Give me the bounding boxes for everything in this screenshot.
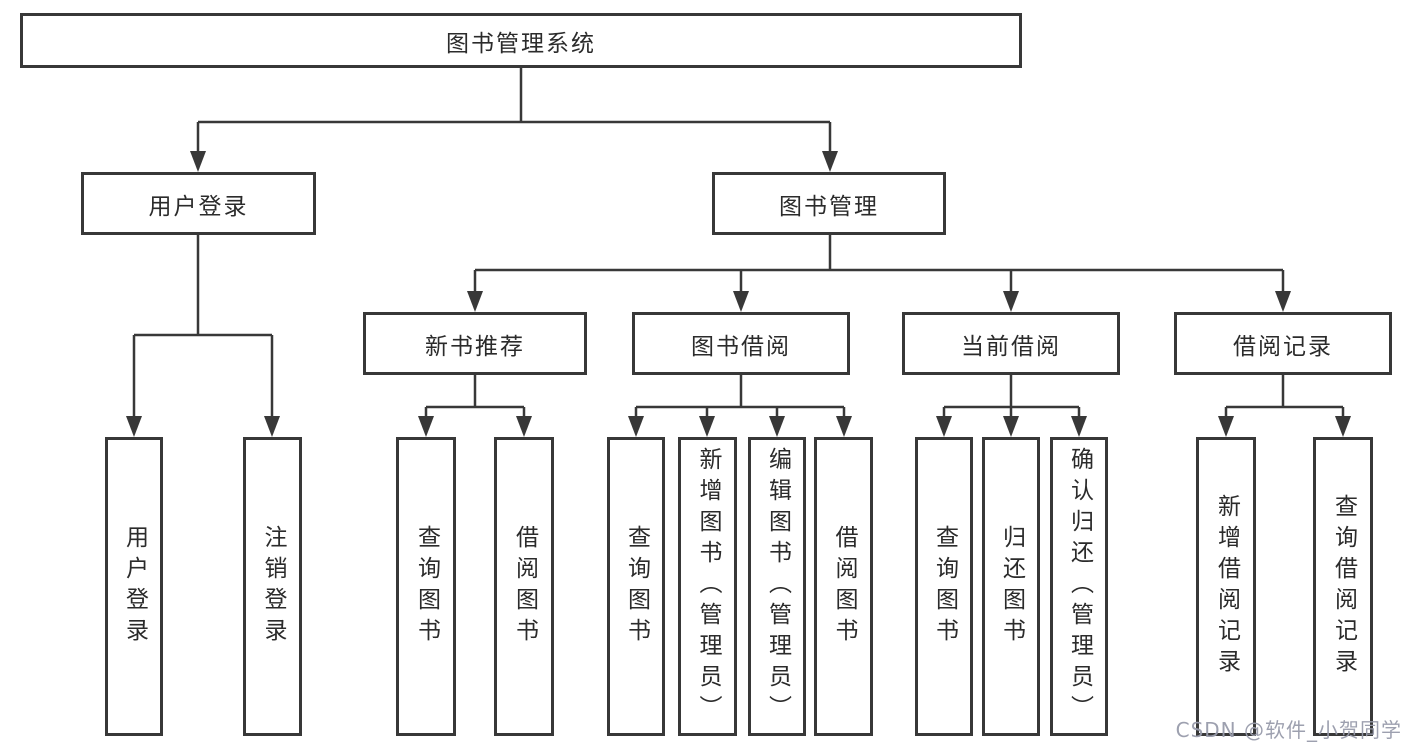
node-confirm-return-admin: 确认归还（管理员） [1050, 437, 1108, 736]
node-book-borrowing: 图书借阅 [632, 312, 850, 375]
node-current-borrowing: 当前借阅 [902, 312, 1120, 375]
node-label: 新增借阅记录 [1213, 493, 1240, 680]
node-borrow-books-recommend: 借阅图书 [494, 437, 554, 736]
watermark-text: CSDN @软件_小贺同学 [1175, 718, 1402, 742]
node-logout-action: 注销登录 [243, 437, 302, 736]
node-query-borrow-record: 查询借阅记录 [1313, 437, 1373, 736]
node-add-borrow-record: 新增借阅记录 [1196, 437, 1256, 736]
node-label: 新增图书（管理员） [695, 447, 721, 726]
node-add-books-admin: 新增图书（管理员） [678, 437, 737, 736]
node-new-book-recommend: 新书推荐 [363, 312, 587, 375]
node-label: 查询借阅记录 [1330, 493, 1357, 680]
node-label: 查询图书 [623, 524, 650, 649]
node-book-management: 图书管理 [712, 172, 946, 235]
node-borrow-records: 借阅记录 [1174, 312, 1392, 375]
node-label: 确认归还（管理员） [1066, 447, 1093, 726]
node-edit-books-admin: 编辑图书（管理员） [748, 437, 806, 736]
node-library-management-system: 图书管理系统 [20, 13, 1022, 68]
node-borrow-books-action: 借阅图书 [814, 437, 873, 736]
node-label: 借阅图书 [831, 524, 857, 649]
node-query-books-borrowing: 查询图书 [607, 437, 665, 736]
node-label: 用户登录 [121, 524, 148, 649]
node-label: 借阅图书 [511, 524, 538, 649]
node-label: 归还图书 [998, 524, 1025, 649]
node-query-books-recommend: 查询图书 [396, 437, 456, 736]
node-query-books-current: 查询图书 [915, 437, 973, 736]
node-label: 注销登录 [260, 524, 286, 649]
node-label: 编辑图书（管理员） [764, 447, 791, 726]
node-user-login: 用户登录 [81, 172, 316, 235]
node-label: 查询图书 [413, 524, 440, 649]
node-return-books: 归还图书 [982, 437, 1040, 736]
node-login-action: 用户登录 [105, 437, 163, 736]
node-label: 查询图书 [931, 524, 958, 649]
